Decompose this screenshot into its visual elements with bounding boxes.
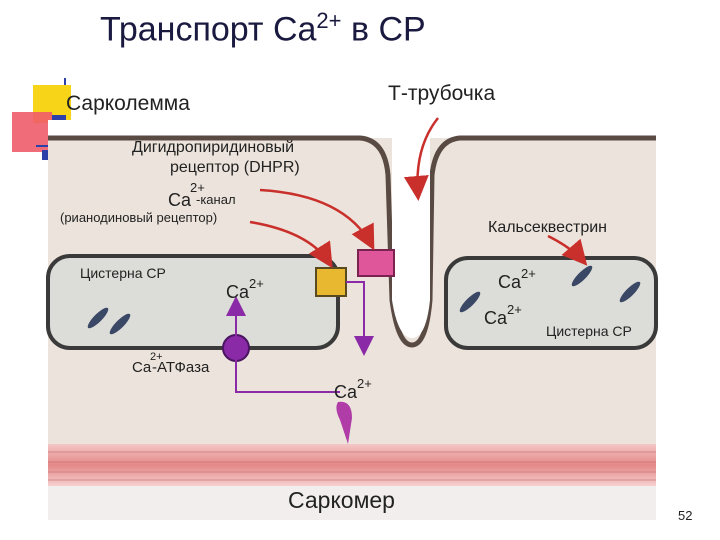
ca-influx-arrowhead	[336, 401, 352, 444]
label-ca-right2: Ca	[484, 308, 508, 328]
slide-title: Транспорт Ca2+ в СР	[100, 8, 426, 49]
label-ca-right2-sup: 2+	[507, 302, 522, 317]
decorative-dot	[42, 150, 52, 160]
sr-cistern-right	[444, 256, 658, 350]
label-ca-right1: Ca	[498, 272, 522, 292]
label-ryanodine: (рианодиновый рецептор)	[60, 210, 217, 225]
label-atpase-rest: -АТФаза	[152, 359, 210, 376]
label-ca-bottom-sup: 2+	[357, 376, 372, 391]
page-number: 52	[678, 508, 693, 523]
arrow-ca-release	[346, 281, 374, 356]
label-t-tubule: Т-трубочка	[388, 82, 495, 105]
label-cistern-left: Цистерна СР	[80, 265, 166, 281]
label-atpase-sup: 2+	[150, 351, 163, 363]
label-calsequestrin: Кальсеквестрин	[488, 219, 607, 236]
label-ca-channel-ca: Ca	[168, 190, 192, 210]
label-ca-right1-sup: 2+	[521, 266, 536, 281]
label-atpase-ca: Ca	[132, 359, 152, 376]
label-ca-channel-sup: 2+	[190, 180, 205, 195]
arrow-t-tubule	[403, 117, 439, 201]
sarcolemma-membrane	[48, 135, 656, 348]
sarcomere-band	[48, 444, 656, 486]
arrow-ca-return	[235, 362, 340, 393]
label-cistern-right: Цистерна СР	[546, 323, 632, 339]
label-dhpr-line2: рецептор (DHPR)	[170, 159, 300, 176]
arrow-calsequestrin	[547, 234, 588, 266]
label-sarcomere: Саркомер	[288, 487, 395, 513]
dhpr-receptor	[357, 249, 395, 277]
label-ca-left: Ca	[226, 282, 250, 302]
label-sarcolemma: Сарколемма	[66, 92, 190, 115]
label-dhpr-line1: Дигидропиридиновый	[132, 139, 294, 156]
ryanodine-receptor	[315, 267, 347, 297]
arrow-ryanodine	[249, 220, 333, 269]
label-ca-left-sup: 2+	[249, 276, 264, 291]
calsequestrin-particles	[87, 265, 641, 335]
arrow-dhpr	[259, 188, 375, 251]
label-ca-bottom: Ca	[334, 382, 358, 402]
label-ca-channel-rest: -канал	[196, 192, 236, 207]
t-tubule-lumen	[392, 138, 430, 338]
